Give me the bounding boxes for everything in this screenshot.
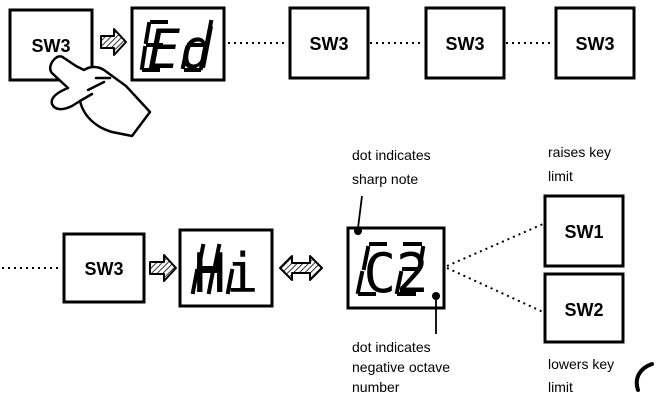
lowers-line1: lowers key xyxy=(548,356,614,372)
sharp-note-line2: sharp note xyxy=(352,171,418,187)
sharp-dot xyxy=(354,227,362,235)
branch-dotted-lines xyxy=(446,223,544,313)
display-ed: Ed xyxy=(130,6,226,82)
row2-sw3-button[interactable]: SW3 xyxy=(62,232,146,304)
row1-sw3-repeat-3-label: SW3 xyxy=(575,34,614,54)
row1-sw3-label: SW3 xyxy=(31,36,70,56)
sw2-label: SW2 xyxy=(564,300,603,320)
raises-line1: raises key xyxy=(548,144,611,160)
sw1-label: SW1 xyxy=(564,222,603,242)
row1-sw3-repeat-1-label: SW3 xyxy=(309,34,348,54)
row1-sw3-repeat-2[interactable]: SW3 xyxy=(424,6,506,80)
display-c2: C2 xyxy=(346,226,446,310)
display-hi-text: Hi xyxy=(193,242,258,305)
page-curl-mark xyxy=(634,362,654,392)
pointing-hand-icon xyxy=(48,55,152,138)
sharp-note-line1: dot indicates xyxy=(352,147,431,163)
double-arrow-icon xyxy=(279,255,323,281)
display-hi: Hi xyxy=(178,228,274,308)
neg-octave-line2: negative octave xyxy=(352,359,450,375)
lowers-line2: limit xyxy=(548,379,573,395)
row1-sw3-repeat-3[interactable]: SW3 xyxy=(554,6,636,80)
negative-octave-dot xyxy=(432,292,440,300)
sw1-button[interactable]: SW1 xyxy=(543,194,625,268)
row2-sw3-label: SW3 xyxy=(84,259,123,279)
raises-line2: limit xyxy=(548,168,573,184)
row1-sw3-repeat-2-label: SW3 xyxy=(445,34,484,54)
right-arrow-icon xyxy=(100,28,127,56)
neg-octave-line1: dot indicates xyxy=(352,339,431,355)
sharp-note-leader xyxy=(357,195,363,229)
row1-sw3-repeat-1[interactable]: SW3 xyxy=(288,6,370,80)
sw2-button[interactable]: SW2 xyxy=(543,272,625,344)
neg-octave-line3: number xyxy=(352,379,400,395)
right-arrow-icon xyxy=(149,254,177,282)
